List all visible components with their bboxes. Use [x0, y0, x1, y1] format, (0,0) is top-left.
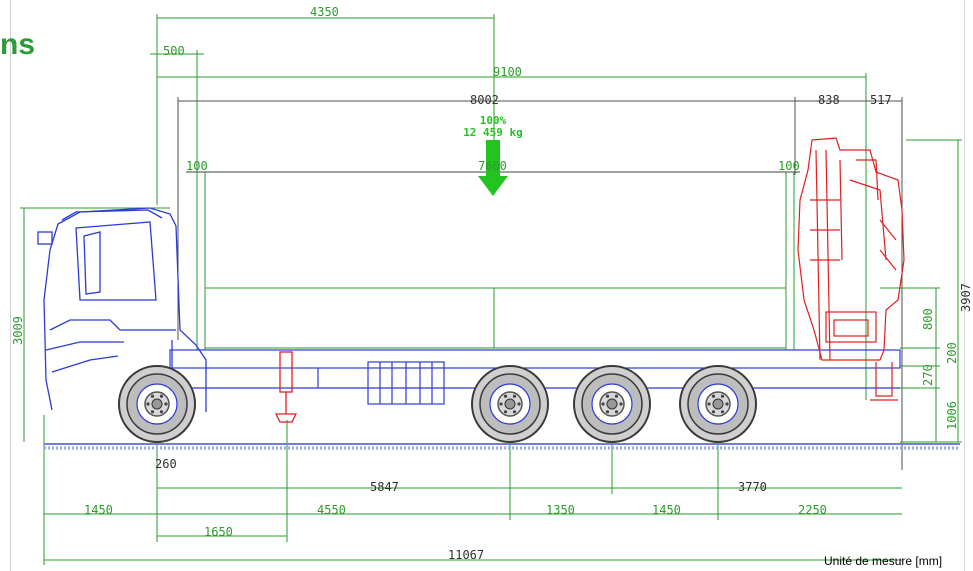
dim-1006: 1006 — [945, 401, 959, 430]
load-labels: 100% 12 459 kg — [463, 114, 523, 139]
dim-5847: 5847 — [370, 480, 399, 494]
dim-517: 517 — [870, 93, 892, 107]
dim-3907: 3907 — [959, 283, 973, 312]
dim-200: 200 — [945, 342, 959, 364]
wheel — [118, 365, 196, 443]
unit-label: Unité de mesure [mm] — [824, 554, 943, 568]
dim-2250: 2250 — [798, 503, 827, 517]
dim-4550: 4550 — [317, 503, 346, 517]
dim-100-left: 100 — [186, 159, 208, 173]
dim-1650: 1650 — [204, 525, 233, 539]
dimension-labels: 4350 500 9100 8002 838 517 100 7600 100 … — [84, 5, 892, 562]
dim-1350: 1350 — [546, 503, 575, 517]
vertical-dimension-labels: 3009 3907 800 200 270 1006 — [11, 283, 973, 430]
wheel — [573, 365, 651, 443]
dim-4350: 4350 — [310, 5, 339, 19]
wheel — [679, 365, 757, 443]
dim-8002: 8002 — [470, 93, 499, 107]
page-edge-line-right — [964, 0, 965, 571]
brand-logo: ns — [0, 28, 36, 61]
front-outrigger — [274, 351, 298, 423]
dimension-lines — [20, 14, 962, 565]
truck-cab — [37, 207, 207, 412]
dim-7600: 7600 — [478, 159, 507, 173]
load-percent: 100% — [480, 114, 507, 127]
dim-11067: 11067 — [448, 548, 484, 562]
dim-270: 270 — [921, 364, 935, 386]
dim-500: 500 — [163, 44, 185, 58]
load-weight: 12 459 kg — [463, 126, 523, 139]
dim-9100: 9100 — [493, 65, 522, 79]
dim-3770: 3770 — [738, 480, 767, 494]
dim-838: 838 — [818, 93, 840, 107]
dim-100-right: 100 — [778, 159, 800, 173]
dim-1450-axle: 1450 — [652, 503, 681, 517]
dim-260: 260 — [155, 457, 177, 471]
load-arrow — [478, 140, 508, 196]
dim-3009: 3009 — [11, 316, 25, 345]
crane — [797, 137, 905, 401]
wheel — [471, 365, 549, 443]
dim-1450-front: 1450 — [84, 503, 113, 517]
ground-line — [44, 443, 960, 450]
dim-800: 800 — [921, 308, 935, 330]
wheels — [118, 365, 757, 443]
page-edge-line — [10, 0, 11, 571]
